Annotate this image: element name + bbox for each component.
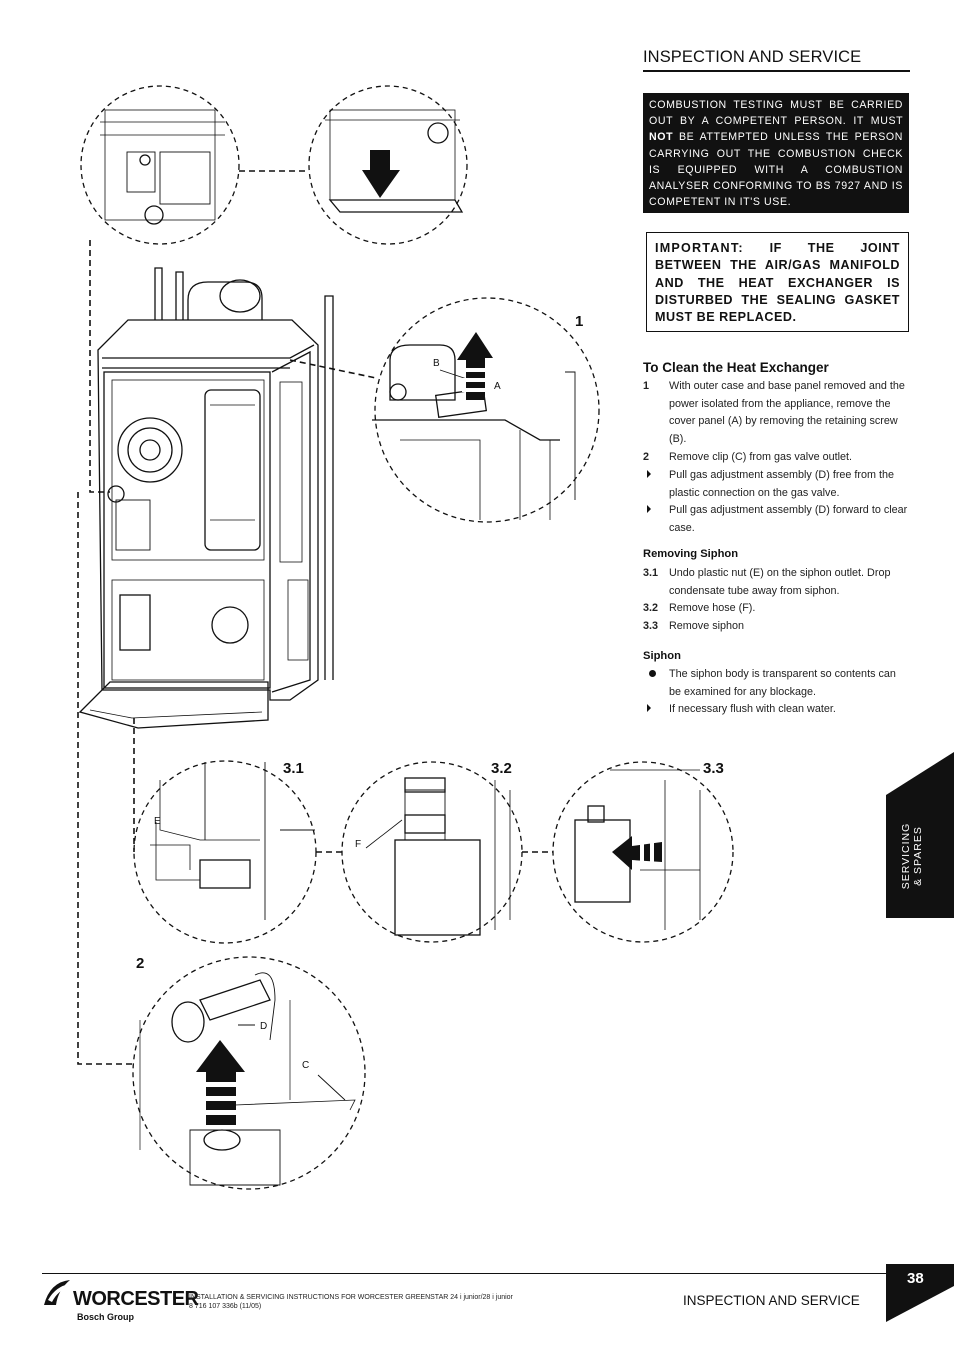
figure-number-3-2: 3.2 [491,760,512,777]
clean-heading: To Clean the Heat Exchanger [643,360,829,375]
item-marker: 1 [643,380,650,392]
item-marker: 2 [643,451,650,463]
detail-circle-fig2 [132,956,366,1190]
document-reference: INSTALLATION & SERVICING INSTRUCTIONS FO… [189,1293,513,1311]
brand-logo-text: WORCESTER [73,1288,199,1310]
page-section-title: INSPECTION AND SERVICE [643,48,862,66]
siphon-info-item-1: The siphon body is transparent so conten… [643,666,909,701]
item-text: Pull gas adjustment assembly (D) free fr… [669,469,895,499]
important-label: IMPORTANT: [655,241,744,255]
figure-number-3-1: 3.1 [283,760,304,777]
item-text: Undo plastic nut (E) on the siphon outle… [669,567,891,597]
clean-item-3: Pull gas adjustment assembly (D) free fr… [643,467,909,502]
removing-siphon-heading: Removing Siphon [643,548,739,560]
label-a: A [494,381,501,392]
figure-number-1: 1 [575,313,584,330]
down-arrow-icon [362,150,400,198]
item-marker: 3.2 [643,602,659,614]
detail-circle-fig1 [374,297,600,523]
important-box: IMPORTANT: IF THE JOINT BETWEEN THE AIR/… [646,232,909,332]
brand-group: Bosch Group [77,1312,135,1322]
footer-rule [42,1273,912,1274]
arrow-bullet-icon [643,502,667,520]
siphon-item-3-2: 3.2 Remove hose (F). [643,600,909,618]
warning-text-pre: COMBUSTION TESTING MUST BE CARRIED OUT B… [649,99,903,128]
bullet-dot-icon [643,666,667,684]
combustion-warning-box: COMBUSTION TESTING MUST BE CARRIED OUT B… [643,93,909,213]
item-text: Remove clip (C) from gas valve outlet. [669,451,853,463]
item-text: With outer case and base panel removed a… [669,380,905,445]
detail-circle-top-left [80,85,240,245]
item-marker: 3.1 [643,567,659,579]
document-code: 8 716 107 336b (11/05) [189,1303,262,1310]
page-number-tab [886,1264,954,1322]
item-text: Remove hose (F). [669,602,756,614]
label-e: E [154,816,161,827]
side-tab-line1: SERVICING [900,822,912,890]
side-tab-text: SERVICING & SPARES [888,823,952,890]
page-number: 38 [907,1270,924,1287]
siphon-info-item-2: If necessary flush with clean water. [643,701,909,719]
footer-section-title: INSPECTION AND SERVICE [683,1293,860,1308]
item-text: Pull gas adjustment assembly (D) forward… [669,504,908,534]
label-d: D [260,1021,268,1032]
warning-text-post: BE ATTEMPTED UNLESS THE PERSON CARRYING … [649,131,904,209]
clean-item-1: 1 With outer case and base panel removed… [643,378,909,448]
item-marker: 3.3 [643,620,659,632]
left-arrow-icon [612,836,662,870]
figure-number-3-3: 3.3 [703,760,724,777]
document-title: INSTALLATION & SERVICING INSTRUCTIONS FO… [189,1294,513,1301]
item-text: If necessary flush with clean water. [669,703,836,715]
item-text: The siphon body is transparent so conten… [669,668,896,698]
important-text: IF THE JOINT BETWEEN THE AIR/GAS MANIFOL… [655,241,900,325]
detail-circle-fig31 [133,760,317,944]
clean-item-2: 2 Remove clip (C) from gas valve outlet. [643,449,909,467]
label-f: F [355,839,362,850]
header-rule [643,70,910,72]
item-text: Remove siphon [669,620,745,632]
arrow-bullet-icon [643,467,667,485]
figure-number-2: 2 [136,955,145,972]
up-arrow-icon [457,332,493,400]
label-b: B [433,358,440,369]
detail-circle-top-middle [308,85,468,245]
worcester-logo-icon [44,1280,70,1305]
siphon-item-3-3: 3.3 Remove siphon [643,618,909,636]
warning-text-bold: NOT [649,131,674,144]
servicing-side-tab [886,752,954,918]
label-c: C [302,1060,310,1071]
siphon-item-3-1: 3.1 Undo plastic nut (E) on the siphon o… [643,565,909,600]
clean-item-4: Pull gas adjustment assembly (D) forward… [643,502,909,537]
siphon-heading: Siphon [643,650,681,662]
arrow-bullet-icon [643,701,667,719]
side-tab-line2: & SPARES [912,826,924,886]
